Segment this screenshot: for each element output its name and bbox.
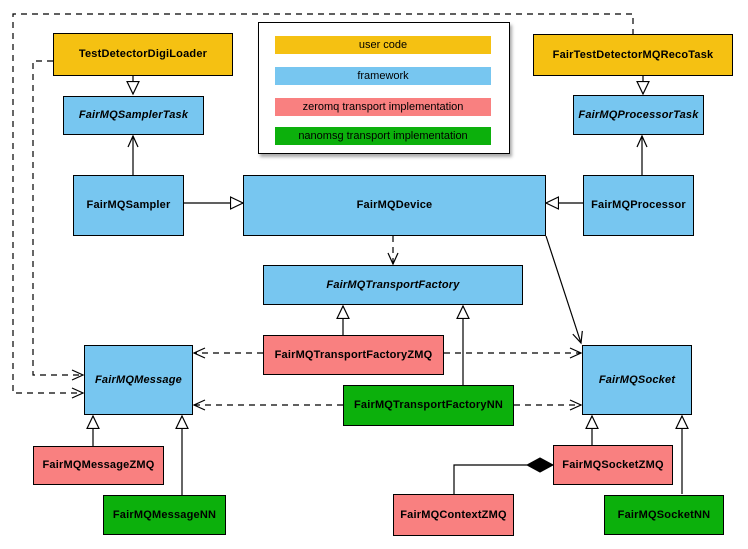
composition-link <box>453 457 555 494</box>
class-box-testdetectordigiloader: TestDetectorDigiLoader <box>53 33 233 76</box>
class-box-fairmqsampler: FairMQSampler <box>73 175 184 236</box>
class-box-fairmqmessagenn: FairMQMessageNN <box>103 495 226 535</box>
class-box-fairmqsocketzmq: FairMQSocketZMQ <box>553 445 673 485</box>
class-box-fairmqtransportfactory: FairMQTransportFactory <box>263 265 523 305</box>
legend-item-user-code: user code <box>275 36 491 54</box>
legend-item-framework: framework <box>275 67 491 85</box>
class-box-fairmqsocketnn: FairMQSocketNN <box>604 495 724 535</box>
class-box-fairmqtransportfactorynn: FairMQTransportFactoryNN <box>343 385 514 426</box>
dependency-arrows <box>12 13 634 411</box>
class-box-fairmqsocket: FairMQSocket <box>582 345 692 415</box>
association-arrows <box>127 134 648 345</box>
class-box-fairmqsamplertask: FairMQSamplerTask <box>63 96 204 135</box>
inheritance-arrows <box>93 76 682 495</box>
class-box-fairmqmessage: FairMQMessage <box>84 345 193 415</box>
class-box-fairmqdevice: FairMQDevice <box>243 175 546 236</box>
class-box-fairmqmessagezmq: FairMQMessageZMQ <box>33 446 164 485</box>
class-box-fairmqprocessor: FairMQProcessor <box>583 175 694 236</box>
legend-item-nanomsg: nanomsg transport implementation <box>275 127 491 145</box>
class-box-fairtestdetectormqrecotask: FairTestDetectorMQRecoTask <box>533 34 733 76</box>
class-box-fairmqprocessortask: FairMQProcessorTask <box>573 95 704 135</box>
class-box-fairmqcontextzmq: FairMQContextZMQ <box>393 494 514 536</box>
class-box-fairmqtransportfactoryzmq: FairMQTransportFactoryZMQ <box>263 335 444 375</box>
legend: user code framework zeromq transport imp… <box>258 22 510 154</box>
legend-item-zeromq: zeromq transport implementation <box>275 98 491 116</box>
